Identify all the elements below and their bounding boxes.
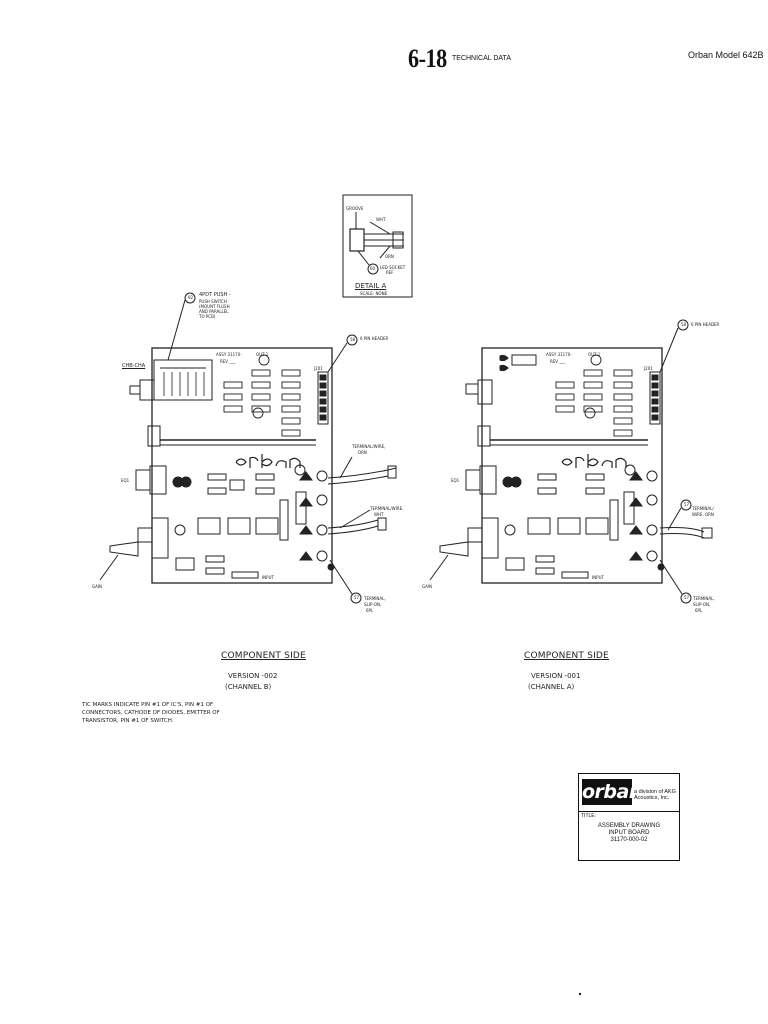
left-terminal-orn-1: TERMINAL/WIRE,	[352, 444, 386, 449]
tic-marks-note: TIC MARKS INDICATE PIN #1 OF IC'S, PIN #…	[82, 702, 220, 724]
left-input-label: INPUT	[262, 575, 274, 580]
detail-lead-wht: WHT	[376, 217, 386, 222]
left-switch-text-2: PUSH SWITCH	[199, 299, 227, 304]
section-label: TECHNICAL DATA	[452, 55, 511, 62]
left-switch-text-3: (MOUNT FLUSH	[199, 304, 230, 309]
orban-logo: orban	[582, 779, 642, 805]
right-input-label: INPUT	[592, 575, 604, 580]
left-version: VERSION -002	[228, 672, 278, 680]
left-switch-callout: 92	[188, 295, 194, 300]
right-terminal-text-1: TERMINAL/	[692, 506, 714, 511]
title-label: TITLE:	[581, 813, 597, 819]
right-terminal-callout: 57	[684, 502, 690, 507]
detail-a-box	[342, 194, 413, 298]
right-slip-text-3: 6PL	[695, 608, 703, 613]
right-slip-text-2: SLIP-ON,	[693, 602, 711, 607]
right-component-side-title: COMPONENT SIDE	[524, 651, 609, 661]
detail-title: DETAIL A	[355, 282, 387, 290]
drawing-part-number: 31170-000-02	[610, 837, 648, 843]
detail-lead-orn: ORN	[385, 254, 394, 259]
right-slip-text-1: TERMINAL,	[693, 596, 715, 601]
left-slip-callout: 57	[354, 595, 360, 600]
left-assy: ASSY 31170-	[216, 352, 242, 357]
model-label: Orban Model 642B	[688, 50, 764, 60]
right-out: OUT 1	[588, 352, 601, 357]
left-switch-text-5: TO PCB)	[199, 314, 216, 319]
left-channel: (CHANNEL B)	[225, 683, 272, 691]
left-header-callout: 58	[350, 337, 356, 342]
detail-callout-number: 60	[370, 266, 376, 271]
right-board-outline	[481, 347, 663, 584]
drawing-title: ASSEMBLY DRAWING INPUT BOARD 31170-000-0…	[579, 823, 679, 844]
detail-lead-groove: GROOVE	[346, 206, 364, 211]
drawing-title-line-1: ASSEMBLY DRAWING	[597, 823, 661, 829]
right-knob-label: EQ1	[451, 478, 460, 483]
title-block-divider	[579, 811, 679, 812]
left-out: OUT 1	[256, 352, 269, 357]
left-slip-text-1: TERMINAL,	[364, 596, 386, 601]
left-slip-text-2: SLIP-ON,	[364, 602, 382, 607]
detail-callout-text-1: LED SOCKET	[380, 265, 406, 270]
detail-callout-circle	[367, 263, 379, 275]
detail-callout-text-2: REF	[386, 270, 394, 275]
right-channel: (CHANNEL A)	[528, 683, 575, 691]
drawing-title-line-2: INPUT BOARD	[608, 830, 650, 836]
page-number: 6-18	[408, 44, 447, 73]
right-version: VERSION -001	[531, 672, 581, 680]
left-side-label: CHB-CHA	[122, 363, 146, 369]
title-block: orban a division of AKG Acoustics, Inc. …	[578, 773, 680, 861]
right-terminal-text-2: WIRE, ORN	[692, 512, 714, 517]
left-j201: J201	[314, 366, 323, 371]
left-terminal-wht-2: WHT	[374, 512, 384, 517]
right-header-text: 6 PIN HEADER	[691, 322, 720, 327]
left-switch-text-1: 4PDT PUSH -	[199, 292, 231, 298]
right-assy: ASSY 31170-	[546, 352, 572, 357]
left-knob-label: EQ1	[121, 478, 130, 483]
left-terminal-orn-2: ORN	[358, 450, 367, 455]
right-gain-label: GAIN	[422, 584, 433, 589]
left-switch-text-4: AND PARALLEL	[199, 309, 229, 314]
right-header-callout: 58	[681, 322, 687, 327]
left-gain-label: GAIN	[92, 584, 103, 589]
left-slip-text-3: 6PL	[366, 608, 374, 613]
left-rev: REV ___	[220, 359, 236, 364]
left-terminal-wht-1: TERMINAL/WIRE,	[370, 506, 404, 511]
right-j201: J201	[644, 366, 653, 371]
right-rev: REV ___	[550, 359, 566, 364]
company-note: a division of AKG Acoustics, Inc.	[634, 789, 676, 801]
left-header-text: 6 PIN HEADER	[360, 336, 389, 341]
right-slip-callout: 57	[684, 595, 690, 600]
detail-scale: SCALE: NONE	[360, 291, 388, 296]
left-component-side-title: COMPONENT SIDE	[221, 651, 306, 661]
